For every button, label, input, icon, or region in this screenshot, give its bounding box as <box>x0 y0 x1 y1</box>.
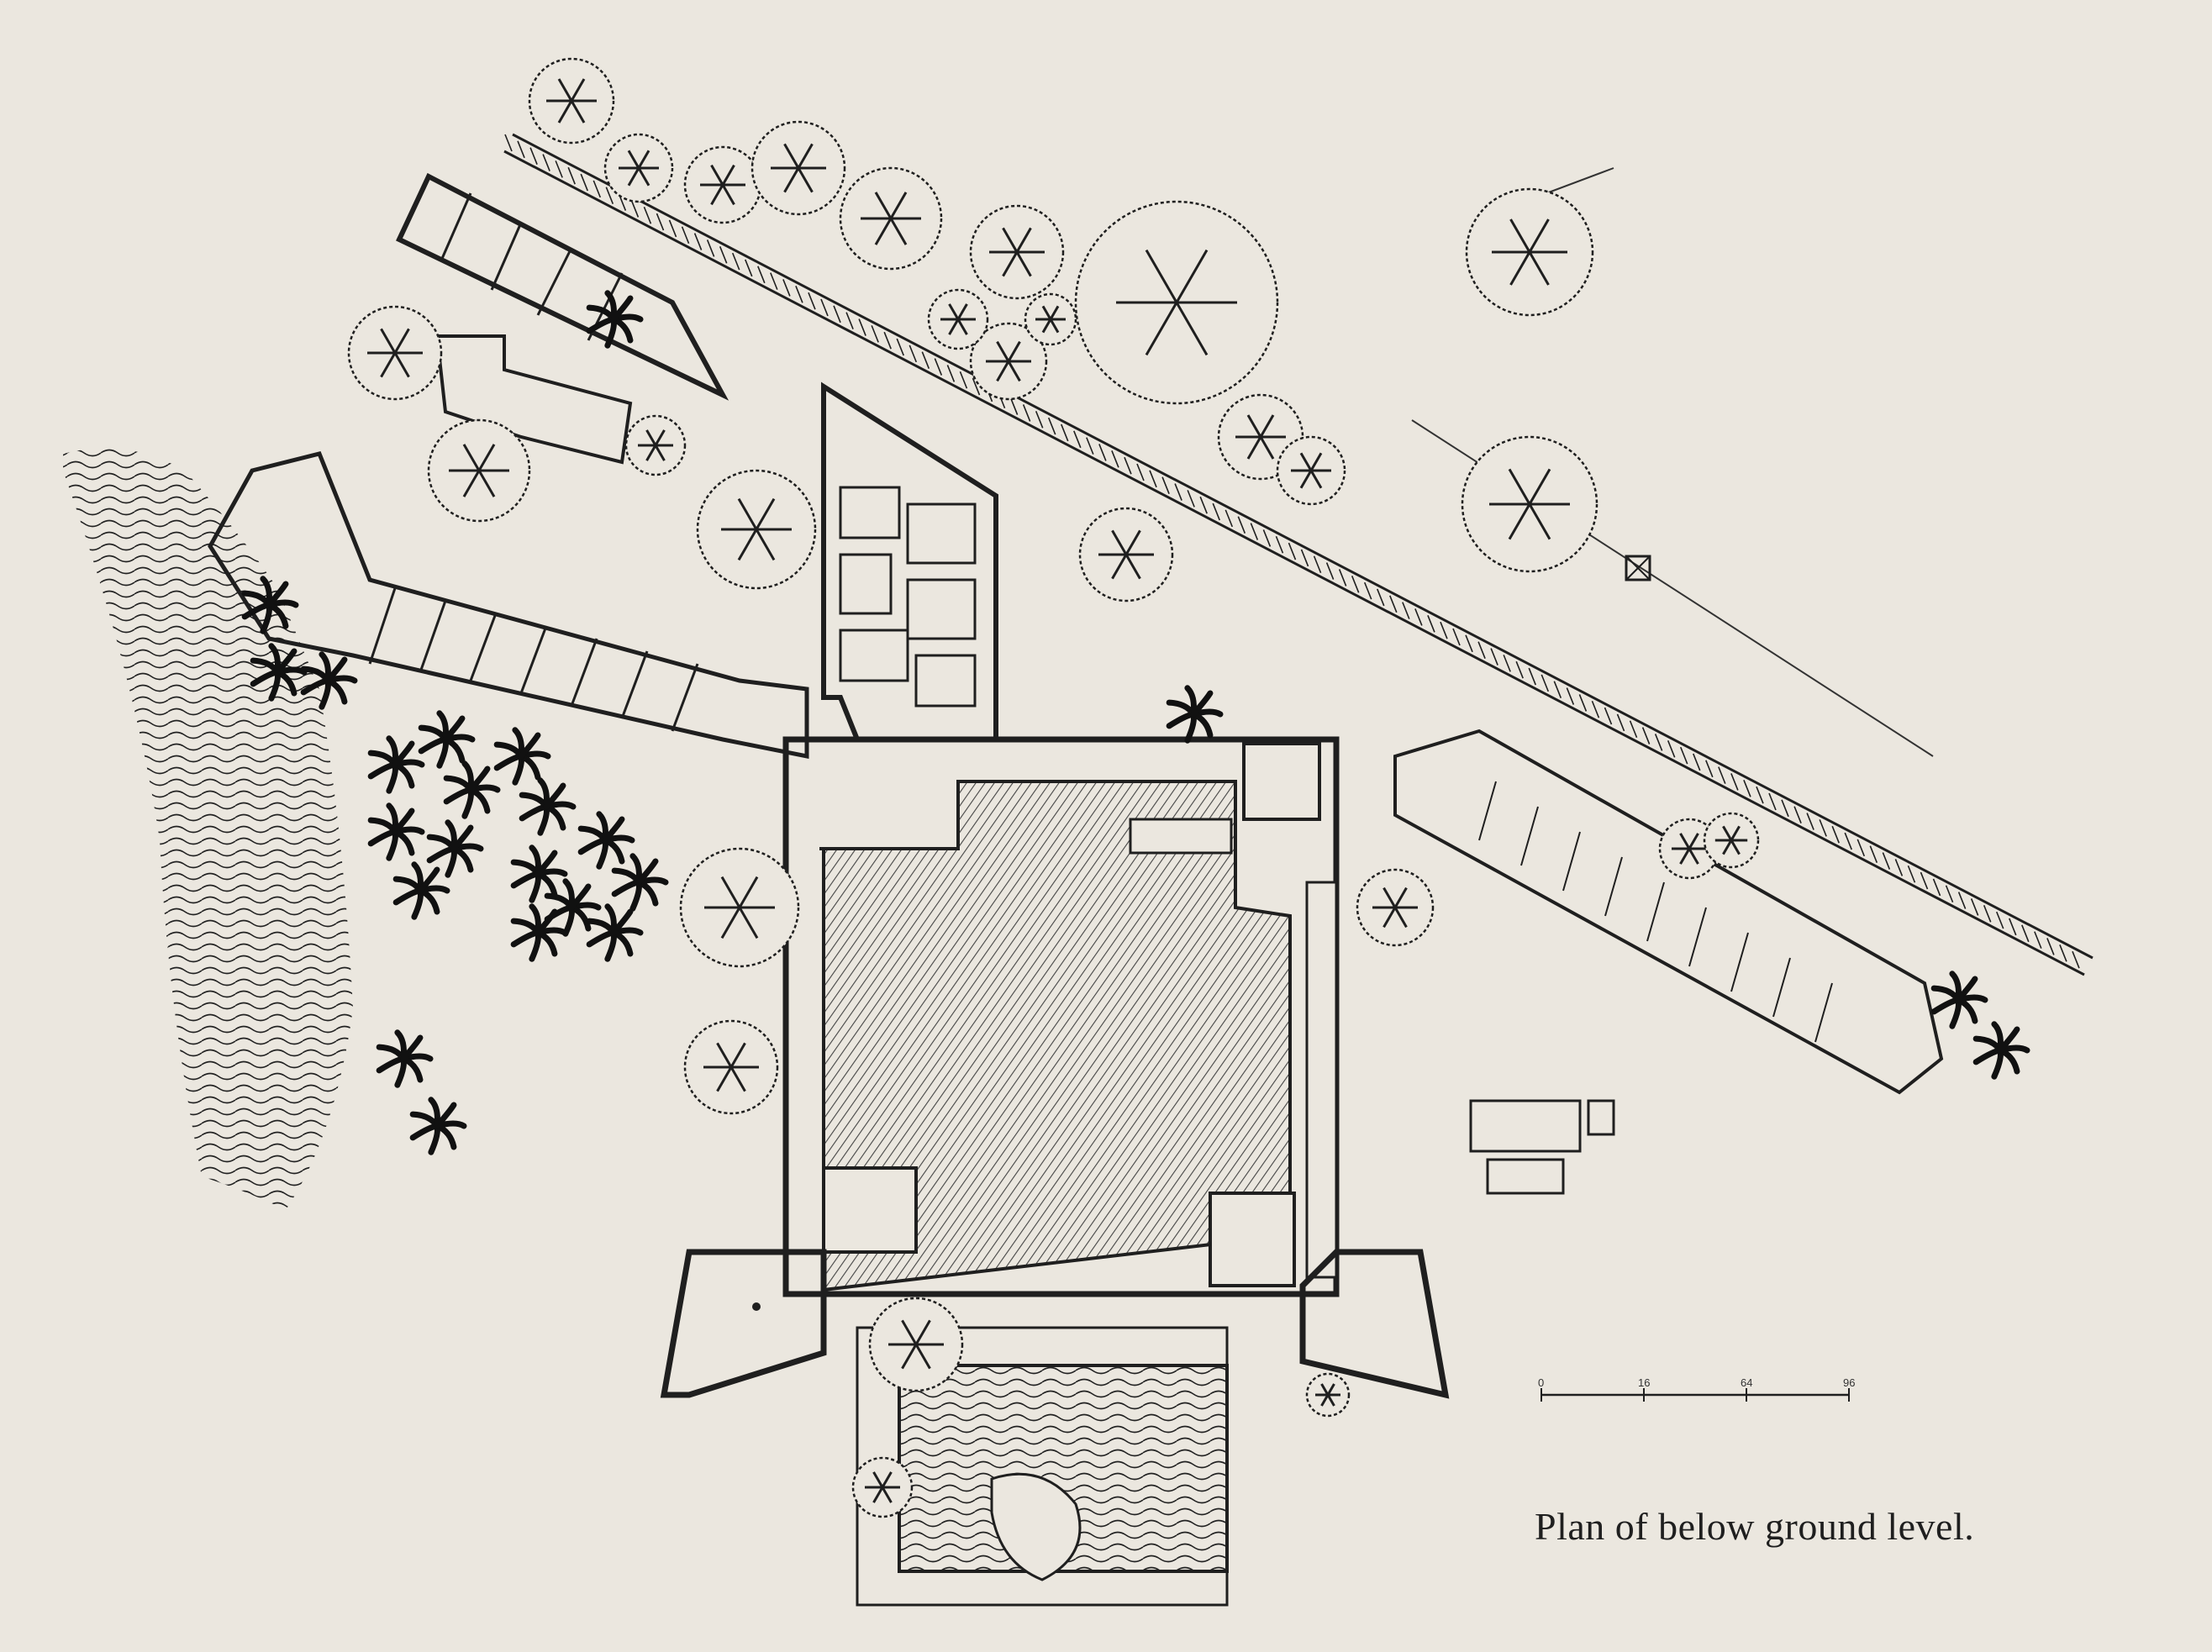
main-hall-hatched <box>819 780 1292 1292</box>
palm-icon <box>409 1097 467 1155</box>
east-terrace-wing <box>1393 729 1944 1095</box>
tree-icon <box>969 322 1048 401</box>
figure-caption: Plan of below ground level. <box>1535 1505 1975 1548</box>
se-stair-block <box>1209 1192 1296 1287</box>
palm-icon <box>392 861 450 920</box>
scale-tick-label: 16 <box>1638 1376 1650 1389</box>
tree-icon <box>927 288 989 350</box>
sea-area <box>63 448 353 1210</box>
cottage-block <box>434 334 633 465</box>
scale-bar: 0 16 64 96 <box>1538 1376 1855 1402</box>
railway-track <box>503 133 2094 976</box>
palm-icon <box>1972 1021 2030 1080</box>
palm-icon <box>376 1029 434 1088</box>
tree-icon <box>427 418 531 523</box>
se-bastion <box>1299 1249 1450 1399</box>
tree-icon <box>696 469 817 590</box>
pool-rocks <box>990 1472 1082 1581</box>
tree-icon <box>1305 1372 1351 1418</box>
palm-icon <box>519 777 577 836</box>
sw-stair-block <box>822 1166 918 1254</box>
tree-icon <box>528 57 615 145</box>
palm-icon <box>443 760 501 819</box>
palm-icon <box>510 844 568 903</box>
palm-icon <box>611 853 669 912</box>
palm-icon <box>1930 971 1988 1029</box>
palm-icon <box>418 710 476 769</box>
palm-icon <box>577 811 635 870</box>
marker-square <box>1625 555 1651 581</box>
tree-icon <box>1024 292 1077 346</box>
tree-icon <box>1465 187 1594 317</box>
palm-icon <box>493 727 551 786</box>
palm-icon <box>426 819 484 878</box>
north-lobby <box>1242 742 1321 821</box>
palm-group <box>241 290 2030 1155</box>
palm-icon <box>586 903 644 962</box>
palm-icon <box>241 576 299 634</box>
tree-icon <box>868 1297 964 1392</box>
entrance-stair <box>1129 818 1233 855</box>
tree-icon <box>1703 812 1760 869</box>
tree-icon <box>1461 435 1598 573</box>
bastion-post <box>752 1302 761 1311</box>
palm-icon <box>367 735 425 794</box>
palm-icon <box>1166 685 1224 744</box>
east-pavilion <box>1469 1099 1615 1195</box>
tree-group <box>347 57 1760 1518</box>
tree-icon <box>1356 868 1435 947</box>
tree-icon <box>679 847 800 968</box>
palm-icon <box>510 903 568 962</box>
east-corridor <box>1305 881 1338 1279</box>
tree-icon <box>750 120 846 216</box>
tree-icon <box>683 145 762 224</box>
tree-icon <box>603 133 674 203</box>
palm-icon <box>300 651 358 710</box>
scale-tick-label: 0 <box>1538 1376 1544 1389</box>
tree-icon <box>347 305 443 401</box>
scale-tick-label: 64 <box>1741 1376 1752 1389</box>
palm-icon <box>544 878 602 937</box>
tree-icon <box>851 1456 914 1518</box>
tree-icon <box>1078 507 1174 602</box>
tree-icon <box>969 204 1065 300</box>
tree-icon <box>1276 435 1346 506</box>
palm-icon <box>250 643 308 702</box>
palm-icon <box>586 290 644 349</box>
upper-terrace-building <box>396 172 729 401</box>
pool-enclosure <box>856 1326 1229 1607</box>
west-guest-wing <box>208 451 809 760</box>
tree-icon <box>839 166 943 271</box>
tree-icon <box>624 414 687 476</box>
palm-icon <box>367 802 425 861</box>
scale-tick-label: 96 <box>1843 1376 1855 1389</box>
sw-bastion <box>660 1249 827 1398</box>
tree-icon <box>683 1019 779 1115</box>
tree-icon <box>1074 200 1279 405</box>
